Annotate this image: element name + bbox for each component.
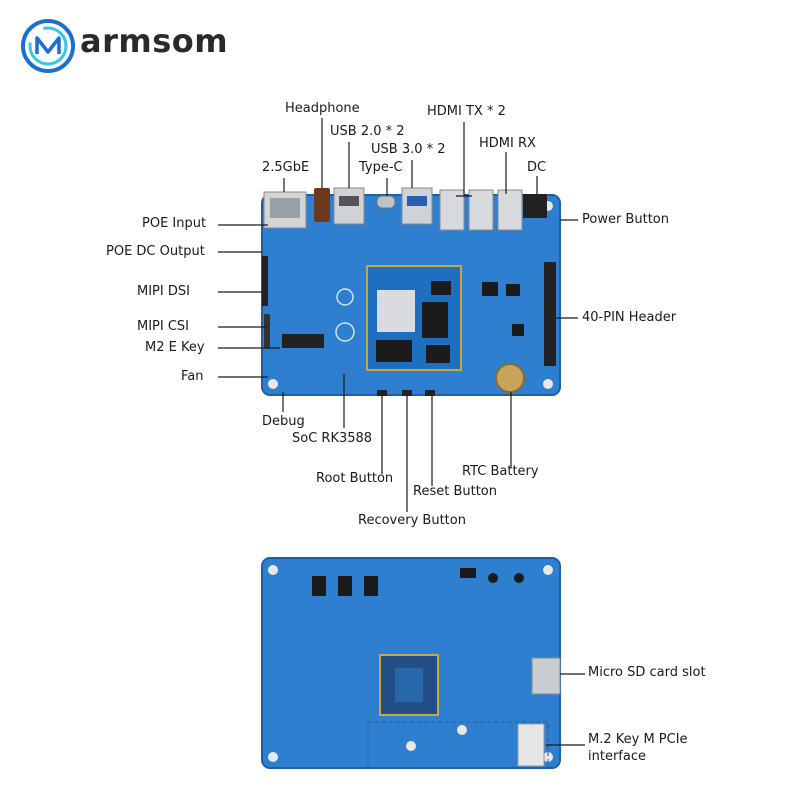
label-poe-input: POE Input: [142, 216, 207, 231]
label-fan: Fan: [181, 369, 204, 384]
label-dc: DC: [527, 160, 547, 175]
label-rtc-battery: RTC Battery: [462, 464, 539, 479]
label-headphone: Headphone: [285, 101, 360, 116]
label-debug: Debug: [262, 414, 305, 429]
label-gbe: 2.5GbE: [262, 160, 310, 175]
label-m2-key-m-line1: M.2 Key M PCIe: [588, 732, 688, 747]
label-hdmi-tx: HDMI TX * 2: [427, 104, 506, 119]
label-root-button: Root Button: [316, 471, 394, 486]
label-soc: SoC RK3588: [292, 431, 373, 446]
label-reset-button: Reset Button: [413, 484, 497, 499]
label-recovery-button: Recovery Button: [358, 513, 466, 528]
m2-connector: [517, 723, 545, 767]
gpio-header: [544, 262, 556, 366]
label-m2-e-key: M2 E Key: [145, 340, 205, 355]
label-mipi-dsi: MIPI DSI: [137, 284, 190, 299]
brand-name: armsom: [80, 22, 229, 60]
label-usb30: USB 3.0 * 2: [371, 142, 446, 157]
leader-lines: [218, 118, 585, 746]
label-microsd: Micro SD card slot: [588, 665, 706, 680]
back-board: [261, 557, 561, 769]
label-hdmi-rx: HDMI RX: [479, 136, 536, 151]
microsd-slot: [531, 657, 561, 695]
label-poe-dc-output: POE DC Output: [106, 244, 205, 259]
label-typec: Type-C: [359, 160, 403, 175]
armsom-logo-icon: [21, 19, 75, 73]
label-m2-key-m-line2: interface: [588, 749, 646, 764]
front-board: [261, 187, 561, 396]
label-power-button: Power Button: [582, 212, 669, 227]
label-usb20: USB 2.0 * 2: [330, 124, 405, 139]
label-40pin-header: 40-PIN Header: [582, 310, 677, 325]
label-mipi-csi: MIPI CSI: [137, 319, 190, 334]
